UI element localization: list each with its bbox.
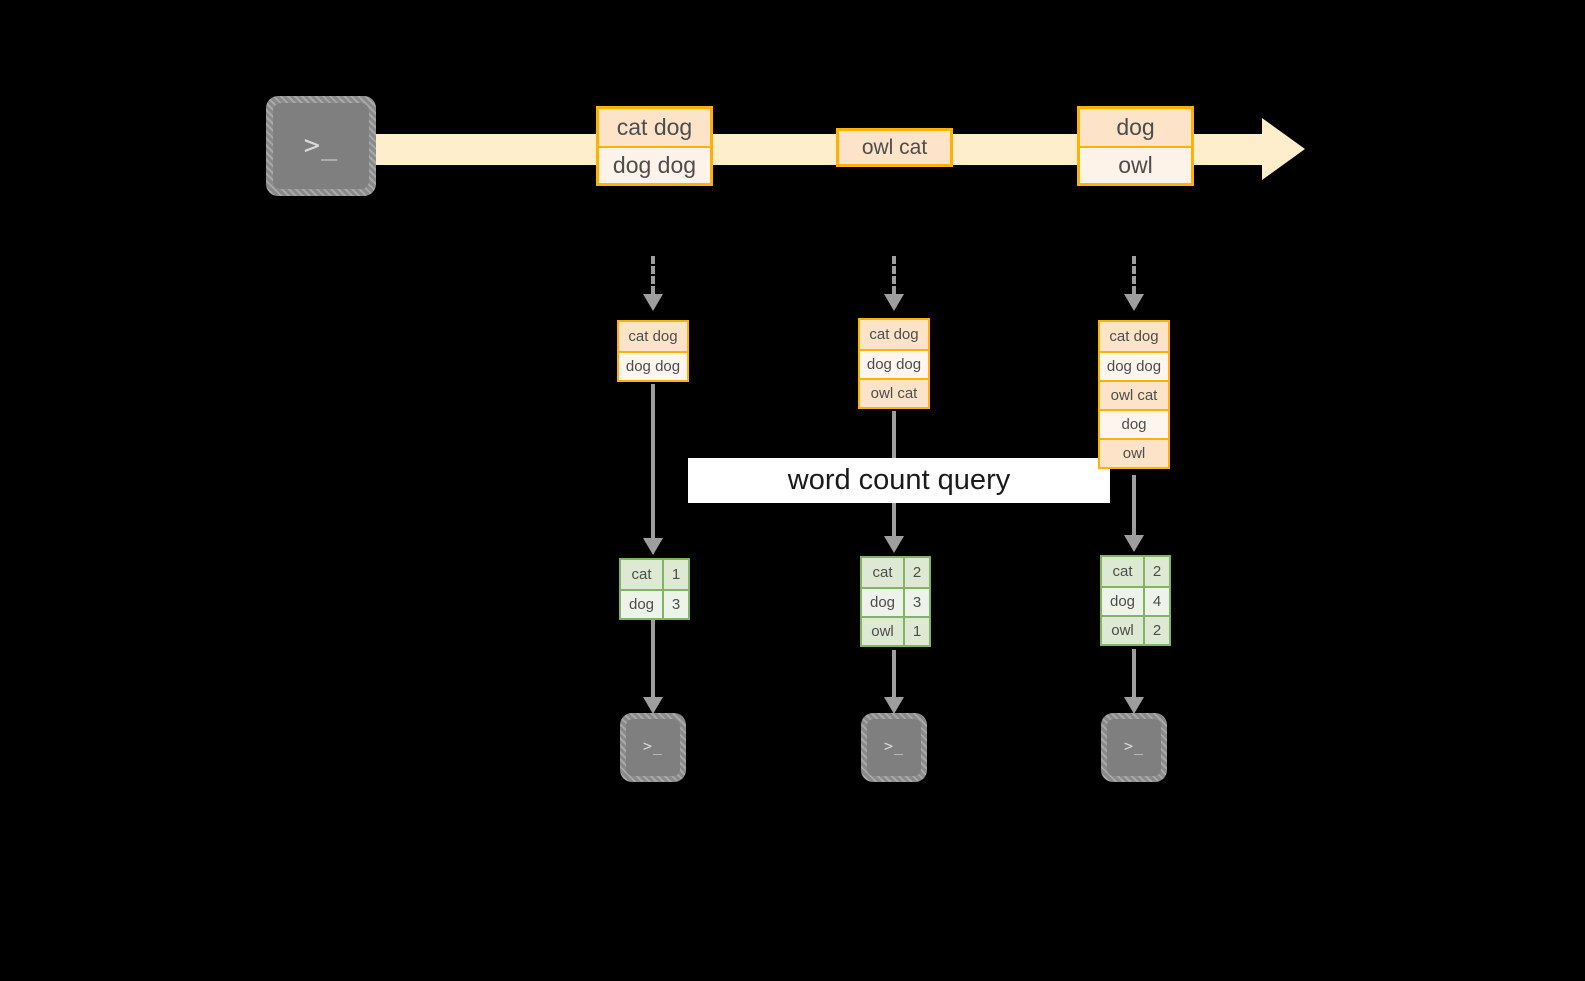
snapshot-1-sink-connector [651,620,655,697]
snapshot-3-query-connector [1132,475,1136,535]
snapshot-3-sink-connector [1132,649,1136,697]
snapshot-input-line: dog dog [1100,351,1168,380]
result-count: 2 [912,564,922,581]
snapshot-input-line: dog dog [619,351,687,380]
stream-to-snapshot-1-connector [651,256,655,294]
snapshot-1-sink-arrowhead [643,697,663,714]
result-word: owl [862,618,905,645]
result-count: 3 [671,596,681,613]
stream-event-line: dog dog [599,146,710,183]
table-row: cat 1 [621,560,688,589]
stream-to-snapshot-1-arrowhead [643,294,663,311]
snapshot-1-query-connector [651,384,655,538]
snapshot-input-line: owl [1100,438,1168,467]
terminal-screen [867,719,921,776]
table-row: owl 2 [1102,615,1169,644]
snapshot-1-result-table[interactable]: cat 1 dog 3 [619,558,690,620]
result-word: dog [621,591,664,618]
table-row: dog 4 [1102,586,1169,615]
result-word: dog [1102,588,1145,615]
stream-to-snapshot-2-connector [892,256,896,294]
terminal-screen [1107,719,1161,776]
snapshot-1-input-box[interactable]: cat dog dog dog [617,320,689,382]
result-word: dog [862,589,905,616]
snapshot-input-line: dog [1100,409,1168,438]
stream-event-line: cat dog [599,109,710,146]
terminal-prompt-glyph: >_ [642,737,664,755]
result-count: 1 [912,623,922,640]
snapshot-3-result-table[interactable]: cat 2 dog 4 owl 2 [1100,555,1171,646]
result-count: 3 [912,594,922,611]
source-terminal-icon[interactable]: >_ [266,96,376,196]
result-word: owl [1102,617,1145,644]
table-row: cat 2 [1102,557,1169,586]
snapshot-3-sink-arrowhead [1124,697,1144,714]
stream-to-snapshot-3-connector [1132,256,1136,294]
snapshot-input-line: cat dog [1100,322,1168,351]
result-word: cat [1102,557,1145,586]
snapshot-input-line: cat dog [619,322,687,351]
result-count: 1 [671,566,681,583]
result-word: cat [862,558,905,587]
stream-event-line: owl cat [839,131,950,164]
snapshot-2-input-box[interactable]: cat dog dog dog owl cat [858,318,930,409]
result-word: cat [621,560,664,589]
stream-event-3[interactable]: dog owl [1077,106,1194,186]
query-label-text: word count query [787,464,1011,496]
stream-event-2[interactable]: owl cat [836,128,953,167]
stream-event-line: owl [1080,146,1191,183]
stream-event-line: dog [1080,109,1191,146]
snapshot-1-sink-terminal-icon[interactable]: >_ [620,713,686,782]
stream-event-1[interactable]: cat dog dog dog [596,106,713,186]
snapshot-3-query-arrowhead [1124,535,1144,552]
terminal-screen [626,719,680,776]
table-row: owl 1 [862,616,929,645]
snapshot-2-result-table[interactable]: cat 2 dog 3 owl 1 [860,556,931,647]
snapshot-input-line: dog dog [860,349,928,378]
result-count: 2 [1152,563,1162,580]
table-row: dog 3 [862,587,929,616]
snapshot-2-sink-connector [892,650,896,697]
snapshot-input-line: cat dog [860,320,928,349]
snapshot-2-query-arrowhead [884,536,904,553]
terminal-prompt-glyph: >_ [303,129,339,161]
result-count: 4 [1152,593,1162,610]
terminal-screen [273,103,369,189]
stream-to-snapshot-3-arrowhead [1124,294,1144,311]
snapshot-3-input-box[interactable]: cat dog dog dog owl cat dog owl [1098,320,1170,469]
snapshot-input-line: owl cat [1100,380,1168,409]
snapshot-1-query-arrowhead [643,538,663,555]
snapshot-input-line: owl cat [860,378,928,407]
snapshot-3-sink-terminal-icon[interactable]: >_ [1101,713,1167,782]
query-label: word count query [688,458,1110,503]
event-stream-arrowhead [1262,118,1305,180]
terminal-prompt-glyph: >_ [883,737,905,755]
stream-to-snapshot-2-arrowhead [884,294,904,311]
snapshot-2-sink-terminal-icon[interactable]: >_ [861,713,927,782]
result-count: 2 [1152,622,1162,639]
table-row: cat 2 [862,558,929,587]
terminal-prompt-glyph: >_ [1123,737,1145,755]
table-row: dog 3 [621,589,688,618]
snapshot-2-sink-arrowhead [884,697,904,714]
